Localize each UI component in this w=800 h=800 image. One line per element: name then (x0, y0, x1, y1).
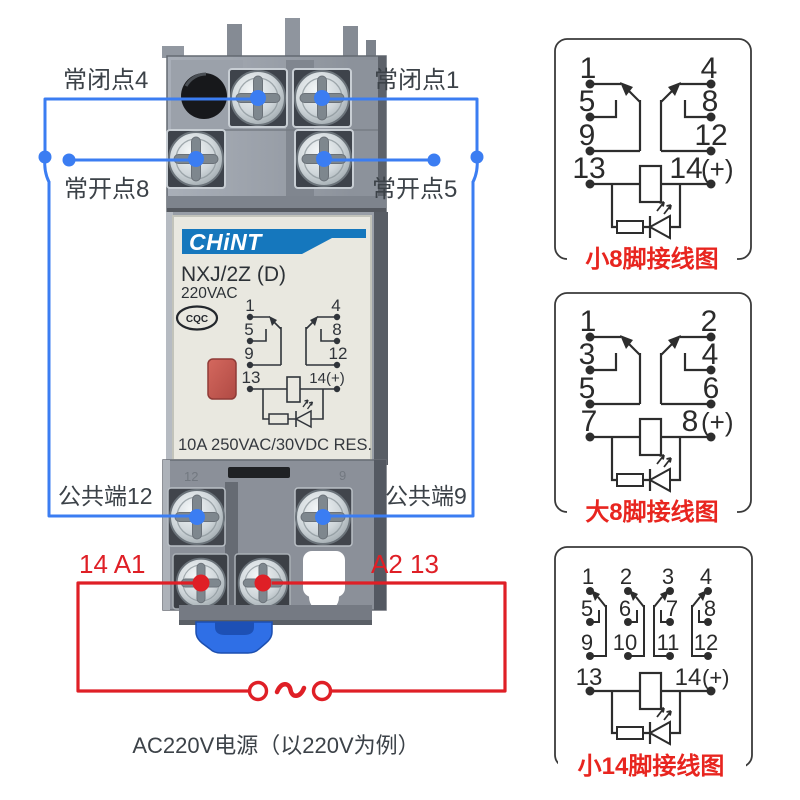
wire-nc4 (43, 97, 260, 153)
label-nc1: 常闭点1 (374, 67, 459, 94)
mounting-hole (181, 73, 227, 119)
panel-small8-caption: 小8脚接线图 (585, 246, 718, 273)
panel-small14-caption: 小14脚接线图 (578, 753, 725, 780)
label-power-source: AC220V电源（以220V为例） (132, 733, 419, 758)
label-no8: 常开点8 (64, 176, 149, 203)
label-coil-a1: 14 A1 (79, 549, 146, 579)
p3-pin-12: 12 (694, 630, 718, 655)
p2-pin-3: 3 (579, 338, 596, 371)
relay-bottom-terminal-block: 12 9 (162, 459, 387, 654)
wire-nc1 (320, 97, 479, 153)
brand-logo-text: CHiNT (189, 229, 263, 255)
panel-small14-circuit (585, 587, 716, 746)
p1-pin-14: 14 (669, 152, 702, 185)
p3-pin-5: 5 (581, 596, 593, 621)
wire-a1 (76, 581, 248, 693)
panel-small8: 1 5 9 13 4 8 12 14 (+) 小8脚接线图 (554, 38, 752, 273)
p2-pin-1: 1 (580, 305, 597, 338)
p1-pin-1: 1 (580, 52, 597, 85)
p3-pin-plus: (+) (702, 665, 730, 690)
label-coil-a2: A2 13 (371, 549, 439, 579)
p2-pin-6: 6 (703, 372, 720, 405)
panel-big8-caption: 大8脚接线图 (585, 499, 718, 526)
p1-pin-9: 9 (579, 119, 596, 152)
relay-printed-circuit: 1 5 9 13 4 8 12 14(+) (242, 296, 348, 429)
relay-housing: CHiNT NXJ/2Z (D) 220VAC CQC (166, 212, 388, 465)
power-terminal-right (311, 680, 333, 702)
relay-top-terminal-block (166, 55, 387, 214)
blue-contact-wiring (43, 97, 479, 518)
label-no5: 常开点5 (372, 176, 457, 203)
p3-pin-6: 6 (619, 596, 631, 621)
p2-pin-plus: (+) (701, 407, 734, 437)
p3-pin-11: 11 (657, 630, 680, 655)
cqc-logo-text: CQC (186, 314, 208, 325)
p1-pin-8: 8 (702, 85, 719, 118)
red-coil-wiring (76, 581, 507, 693)
panel-small14: 1 2 3 4 5 6 7 8 9 10 11 12 13 14 (+) 小14… (554, 546, 753, 780)
keyhole-cutout (303, 551, 345, 597)
printed-pin-8: 8 (332, 320, 341, 339)
red-wire-dots (192, 574, 272, 592)
wire-com12 (47, 180, 199, 518)
blue-wire-dots (38, 90, 484, 525)
relay-illustration: CHiNT NXJ/2Z (D) 220VAC CQC (162, 18, 388, 654)
relay-rating: 10A 250VAC/30VDC RES. (178, 436, 372, 454)
p3-pin-4: 4 (700, 564, 712, 589)
power-source (247, 680, 333, 702)
annotation-labels: 常闭点4 常闭点1 常开点8 常开点5 公共端12 公共端9 14 A1 A2 … (58, 67, 467, 758)
printed-pin-13: 13 (242, 368, 261, 387)
printed-pin-14: 14(+) (309, 370, 344, 387)
wire-a2 (272, 581, 507, 693)
p2-pin-5: 5 (579, 372, 596, 405)
p2-pin-8: 8 (682, 405, 699, 438)
power-terminal-left (247, 680, 269, 702)
p1-pin-4: 4 (701, 52, 718, 85)
label-com12: 公共端12 (58, 483, 153, 509)
printed-pin-1: 1 (245, 296, 254, 315)
p3-pin-1: 1 (582, 564, 594, 589)
p2-pin-7: 7 (581, 405, 598, 438)
p3-pin-3: 3 (662, 564, 674, 589)
relay-model: NXJ/2Z (D) (181, 263, 286, 286)
p3-pin-2: 2 (620, 564, 632, 589)
p2-pin-2: 2 (701, 305, 718, 338)
printed-pin-5: 5 (244, 320, 253, 339)
p1-pin-plus: (+) (701, 154, 734, 184)
p1-pin-5: 5 (579, 85, 596, 118)
relay-coil-voltage: 220VAC (181, 285, 238, 302)
relay-top-tabs (162, 18, 376, 58)
p3-pin-14: 14 (675, 664, 702, 691)
p3-pin-9: 9 (581, 630, 593, 655)
p1-pin-12: 12 (694, 119, 727, 152)
wire-com9 (321, 180, 475, 518)
printed-pin-4: 4 (331, 296, 340, 315)
p1-pin-13: 13 (572, 152, 605, 185)
label-nc4: 常闭点4 (63, 67, 148, 94)
p3-pin-7: 7 (666, 596, 678, 621)
molded-mark-9: 9 (339, 468, 346, 483)
p3-pin-8: 8 (704, 596, 716, 621)
molded-mark-12: 12 (184, 469, 198, 484)
panel-big8: 1 3 5 7 2 4 6 8 (+) 大8脚接线图 (554, 292, 752, 526)
label-com9: 公共端9 (385, 483, 467, 509)
p2-pin-4: 4 (702, 338, 719, 371)
printed-pin-9: 9 (244, 344, 253, 363)
ac-wave-symbol (274, 682, 307, 698)
cqc-logo (175, 305, 219, 331)
indicator-lamp (207, 358, 237, 400)
p3-pin-13: 13 (576, 664, 603, 691)
p3-pin-10: 10 (613, 630, 637, 655)
chint-brand-band (182, 229, 366, 254)
printed-pin-12: 12 (329, 344, 348, 363)
